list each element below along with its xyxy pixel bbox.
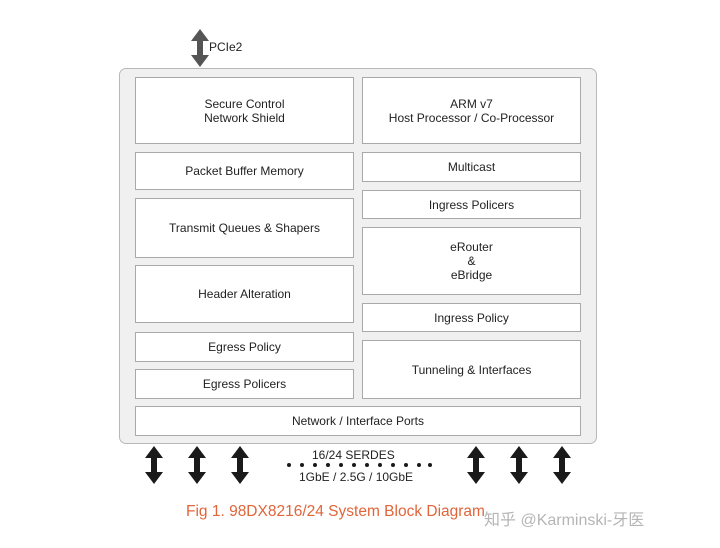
watermark: 知乎 @Karminski-牙医 [484,512,645,529]
serdes-dots [287,463,432,467]
block-transmit-queues: Transmit Queues & Shapers [135,198,354,258]
block-ingress-policy-label: Ingress Policy [434,310,509,325]
pcie-label: PCIe2 [209,40,243,54]
block-erouter-line1: eRouter [450,240,493,254]
block-ingress-policers: Ingress Policers [362,190,581,219]
block-header-alteration: Header Alteration [135,265,354,323]
pcie-arrow [191,29,209,67]
block-arm-line2: Host Processor / Co-Processor [388,110,555,125]
block-egress-policers-label: Egress Policers [202,377,287,391]
block-secure-control-line2: Network Shield [204,110,285,125]
block-packet-buffer-label: Packet Buffer Memory [185,164,304,178]
block-erouter-line3: eBridge [450,268,493,282]
block-network-ports-label: Network / Interface Ports [291,414,425,428]
serdes-speeds-label: 1GbE / 2.5G / 10GbE [299,470,414,484]
block-egress-policy-label: Egress Policy [208,340,281,354]
block-secure-control: Secure Control Network Shield [135,77,354,144]
block-multicast-label: Multicast [447,160,496,174]
block-egress-policers: Egress Policers [135,369,354,399]
block-erouter-line2: & [467,254,476,268]
block-tunneling-label: Tunneling & Interfaces [411,362,532,377]
block-network-ports: Network / Interface Ports [135,406,581,436]
block-packet-buffer: Packet Buffer Memory [135,152,354,190]
figure-caption: Fig 1. 98DX8216/24 System Block Diagram [186,503,485,520]
block-secure-control-line1: Secure Control [204,96,285,111]
block-ingress-policers-label: Ingress Policers [428,197,515,212]
block-arm-line1: ARM v7 [450,96,493,111]
block-multicast: Multicast [362,152,581,182]
port-arrow-5 [510,446,528,484]
block-header-alteration-label: Header Alteration [198,287,291,301]
block-egress-policy: Egress Policy [135,332,354,362]
block-tunneling: Tunneling & Interfaces [362,340,581,399]
port-arrow-2 [188,446,206,484]
port-arrow-4 [467,446,485,484]
port-arrow-1 [145,446,163,484]
serdes-label: 16/24 SERDES [312,448,395,462]
block-arm: ARM v7 Host Processor / Co-Processor [362,77,581,144]
block-transmit-queues-label: Transmit Queues & Shapers [169,221,320,235]
port-arrow-6 [553,446,571,484]
block-ingress-policy: Ingress Policy [362,303,581,332]
block-erouter: eRouter & eBridge [362,227,581,295]
port-arrow-3 [231,446,249,484]
